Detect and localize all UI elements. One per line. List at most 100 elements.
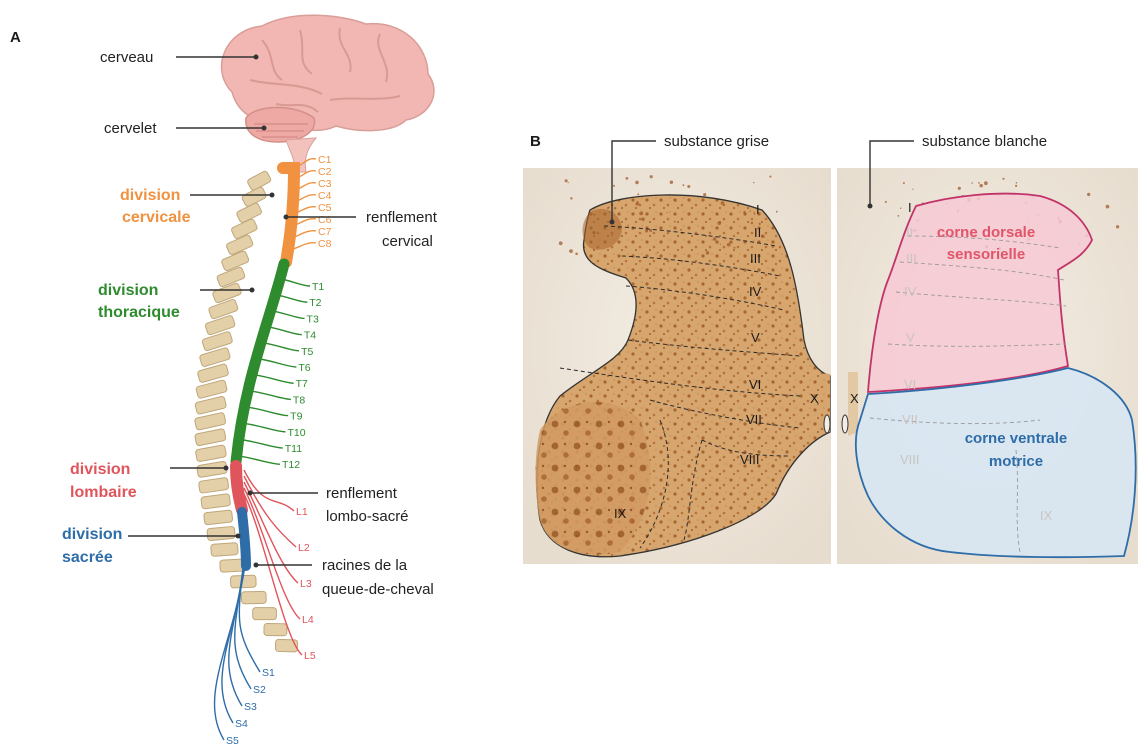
panel-a-letter: A (10, 29, 21, 46)
label-cervical-division-2: cervicale (122, 209, 191, 226)
vertebra (195, 428, 227, 446)
stain-dot (769, 176, 771, 178)
spinal-nerve (247, 424, 286, 432)
stain-dot (912, 189, 913, 190)
panel-b: B (523, 133, 1138, 564)
stain-dot (614, 207, 617, 210)
stain-dot (641, 217, 645, 221)
vertebra (199, 347, 231, 367)
spinal-nerve (253, 391, 291, 399)
lamina-left-X: X (810, 391, 819, 406)
stain-dot (900, 208, 901, 209)
spinal-level-S4: S4 (235, 718, 248, 730)
label-sacral-division-2: sacrée (62, 549, 113, 566)
label-thoracic-division-1: division (98, 282, 158, 299)
spinal-nerve (244, 482, 298, 583)
stain-dot (628, 225, 629, 226)
spinal-level-T9: T9 (290, 411, 302, 423)
label-grey-matter: substance grise (664, 133, 769, 150)
stain-dot (608, 207, 609, 208)
vertebra (241, 591, 266, 603)
stain-dot (570, 197, 572, 199)
vertebra (197, 461, 228, 478)
stain-dot (720, 243, 721, 244)
label-lumbar-division-2: lombaire (70, 484, 137, 501)
stain-dot (753, 182, 754, 183)
stain-dot (1116, 225, 1119, 228)
stain-dot (984, 181, 988, 185)
stain-dot (681, 247, 682, 248)
stain-dot (565, 179, 568, 182)
stain-dot (650, 175, 653, 178)
spinal-nerve (260, 359, 297, 367)
stain-dot (971, 182, 973, 184)
label-cervical-enlargement-2: cervical (382, 233, 433, 250)
label-cauda-equina-1: racines de la (322, 557, 408, 574)
lamina-left-I: I (756, 202, 760, 217)
vertebra (207, 526, 235, 540)
spinal-level-T1: T1 (312, 281, 324, 293)
spinal-level-L3: L3 (300, 578, 312, 590)
stain-dot (670, 181, 673, 184)
lamina-right-X: X (850, 391, 859, 406)
label-dorsal-horn-2: sensorielle (947, 246, 1025, 263)
stain-dot (637, 193, 639, 195)
lamina-left-VI: VI (749, 377, 761, 392)
label-white-matter: substance blanche (922, 133, 1047, 150)
vertebra (195, 396, 227, 415)
panel-b-letter: B (530, 133, 541, 150)
spinal-level-T8: T8 (293, 394, 305, 406)
stain-dot (958, 187, 961, 190)
spinal-nerve (243, 440, 282, 448)
stain-dot (645, 229, 648, 232)
stain-dot (734, 247, 736, 249)
label-dorsal-horn-1: corne dorsale (937, 224, 1035, 241)
spinal-level-C3: C3 (318, 178, 332, 190)
stain-dot (635, 181, 639, 185)
lamina-left-II: II (754, 225, 761, 240)
spinal-level-T6: T6 (298, 362, 310, 374)
vertebra (212, 282, 242, 303)
spinal-nerve (240, 456, 280, 464)
spinal-level-L5: L5 (304, 650, 316, 662)
lamina-left-VII: VII (746, 412, 762, 427)
stain-dot (979, 184, 983, 188)
stain-dot (613, 185, 615, 187)
lamina-left-IX: IX (614, 506, 627, 521)
stain-dot (706, 251, 709, 254)
stain-dot (639, 212, 643, 216)
lamina-right-IV: IV (904, 284, 917, 299)
stain-dot (761, 235, 765, 239)
vertebra (194, 412, 226, 430)
spinal-level-S1: S1 (262, 667, 275, 679)
stain-dot (703, 193, 706, 196)
label-ventral-horn-1: corne ventrale (965, 430, 1068, 447)
label-lumbar-division-1: division (70, 461, 130, 478)
vertebra (253, 608, 277, 620)
spinal-level-T12: T12 (282, 459, 300, 471)
vertebra (205, 315, 236, 336)
stain-dot (569, 249, 573, 253)
stain-dot (568, 182, 569, 183)
stain-dot (593, 214, 595, 216)
stain-dot (743, 211, 745, 213)
spinal-level-T11: T11 (285, 443, 302, 455)
stain-dot (609, 211, 610, 212)
lamina-right-III: III (906, 251, 917, 266)
label-cerebellum: cervelet (104, 120, 157, 137)
vertebra (198, 477, 229, 493)
panel-a: A C1C2C3C4C5C6C7C8T1T2T3T4T5T6T7T8T9T10T… (10, 15, 438, 747)
lamina-left-VIII: VIII (740, 452, 760, 467)
vertebra (211, 543, 239, 557)
vertebra (196, 380, 228, 399)
label-cervical-division-1: division (120, 187, 180, 204)
lamina-right-VI: VI (904, 377, 916, 392)
stain-dot (751, 222, 753, 224)
stain-dot (675, 201, 676, 202)
stain-dot (636, 202, 640, 206)
label-thoracic-division-2: thoracique (98, 304, 180, 321)
stain-dot (680, 229, 682, 231)
spinal-level-T4: T4 (304, 330, 316, 342)
spinal-level-T5: T5 (301, 346, 313, 358)
